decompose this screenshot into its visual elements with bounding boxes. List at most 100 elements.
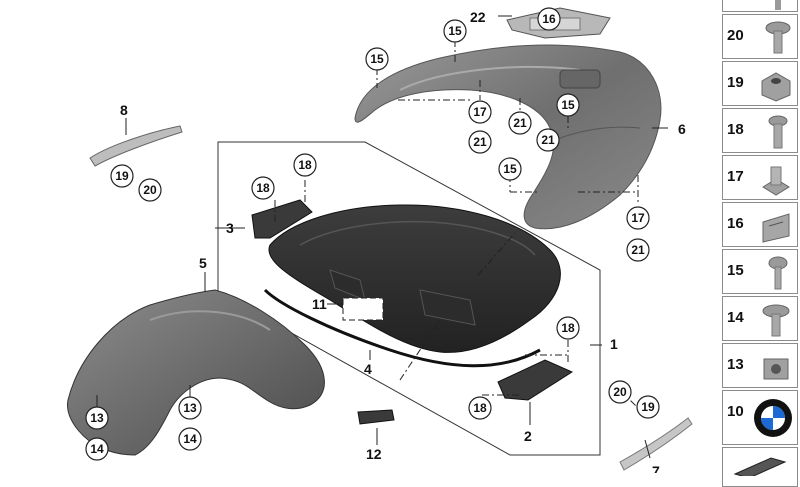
callout-18-a: 18 [293, 153, 317, 177]
part-number-1: 1 [610, 336, 618, 352]
legend-number: 10 [727, 403, 744, 420]
callout-22: 22 [470, 9, 486, 25]
hinge-bracket-part-3 [251, 199, 313, 239]
svg-text:18: 18 [256, 181, 270, 195]
svg-text:16: 16 [542, 12, 556, 26]
svg-text:13: 13 [90, 411, 104, 425]
speed-nut-icon [762, 166, 790, 196]
svg-text:13: 13 [183, 401, 197, 415]
part-number-11: 11 [312, 296, 327, 312]
svg-text:18: 18 [473, 401, 487, 415]
callout-15-c: 15 [556, 93, 580, 117]
legend-number: 15 [727, 262, 744, 279]
legend-cell-18: 18 [722, 108, 798, 153]
part-number-7: 7 [652, 463, 660, 473]
callout-18-b: 18 [251, 176, 275, 200]
svg-text:17: 17 [473, 105, 487, 119]
exploded-parts-diagram: 8 6 3 5 11 1 4 12 2 7 22 16 15 15 15 15 … [67, 7, 693, 473]
callout-20-b: 20 [608, 380, 632, 404]
legend-number: 13 [727, 356, 744, 373]
legend-cell-14: 14 [722, 296, 798, 341]
callout-14-a: 14 [85, 437, 109, 461]
top-case-lid-shell [354, 44, 662, 230]
button-head-screw-icon [765, 21, 791, 54]
legend-cell-17: 17 [722, 155, 798, 200]
callout-17-b: 17 [626, 206, 650, 230]
reflector-strip-part-7 [619, 417, 693, 471]
hardware-legend-column: 20 19 18 17 16 15 14 13 10 [719, 0, 800, 487]
part-number-12: 12 [366, 446, 382, 462]
part-number-3: 3 [226, 220, 234, 236]
svg-text:14: 14 [90, 442, 104, 456]
callout-18-d: 18 [468, 396, 492, 420]
svg-text:20: 20 [613, 385, 627, 399]
callout-13-a: 13 [85, 406, 109, 430]
callout-15-b: 15 [365, 47, 389, 71]
svg-text:15: 15 [448, 24, 462, 38]
svg-text:19: 19 [641, 400, 655, 414]
legend-cell-20: 20 [722, 14, 798, 59]
callout-14-b: 14 [178, 427, 202, 451]
inner-case-tray [268, 204, 561, 353]
part-number-8: 8 [120, 102, 128, 118]
svg-text:21: 21 [541, 133, 555, 147]
legend-number: 18 [727, 121, 744, 138]
svg-text:15: 15 [503, 162, 517, 176]
torx-screw-icon [768, 115, 788, 149]
svg-text:20: 20 [143, 183, 157, 197]
callout-19-b: 19 [636, 395, 660, 419]
leader-lines [125, 15, 668, 459]
legend-number: 14 [727, 309, 744, 326]
reflector-strip-part-8 [89, 125, 183, 167]
callout-20-a: 20 [138, 178, 162, 202]
legend-cell-15: 15 [722, 249, 798, 294]
callout-21-d: 21 [626, 238, 650, 262]
callout-19-a: 19 [110, 164, 134, 188]
part-number-5: 5 [199, 255, 207, 271]
legend-number: 16 [727, 215, 744, 232]
legend-number: 17 [727, 168, 744, 185]
label-plate-part-11 [342, 297, 384, 321]
callout-15-d: 15 [498, 157, 522, 181]
spring-clip-icon [762, 213, 790, 243]
cage-nut-icon [763, 358, 789, 380]
callout-16: 16 [537, 7, 561, 31]
latch-bracket-part-2 [497, 359, 574, 401]
square-nut-icon [761, 72, 791, 102]
legend-cell-13: 13 [722, 343, 798, 388]
callout-13-b: 13 [178, 396, 202, 420]
svg-text:17: 17 [631, 211, 645, 225]
legend-number: 19 [727, 74, 744, 91]
backrest-pad-part-5 [67, 289, 325, 456]
callout-15-a: 15 [443, 19, 467, 43]
part-number-4: 4 [364, 361, 372, 377]
svg-text:18: 18 [561, 321, 575, 335]
legend-cell-10: 10 [722, 390, 798, 445]
svg-text:22: 22 [470, 9, 486, 25]
svg-text:21: 21 [631, 243, 645, 257]
svg-text:14: 14 [183, 432, 197, 446]
callout-17-a: 17 [468, 100, 492, 124]
callout-21-a: 21 [468, 130, 492, 154]
svg-text:15: 15 [370, 52, 384, 66]
bmw-emblem-icon [754, 399, 792, 437]
callout-18-c: 18 [556, 316, 580, 340]
legend-cell-top [722, 0, 798, 12]
part-number-2: 2 [524, 428, 532, 444]
legend-cell-16: 16 [722, 202, 798, 247]
legend-number: 20 [727, 27, 744, 44]
collar-screw-icon [762, 304, 790, 337]
clip-part-12 [357, 409, 395, 425]
gasket-seal-part-4 [263, 288, 541, 368]
svg-text:21: 21 [513, 116, 527, 130]
svg-text:19: 19 [115, 169, 129, 183]
legend-cell-gasket [722, 447, 798, 487]
svg-text:18: 18 [298, 158, 312, 172]
callout-21-b: 21 [508, 111, 532, 135]
legend-cell-19: 19 [722, 61, 798, 106]
gasket-strip-icon [733, 457, 787, 476]
part-number-6: 6 [678, 121, 686, 137]
svg-text:21: 21 [473, 135, 487, 149]
pan-head-screw-icon [768, 256, 788, 290]
svg-text:15: 15 [561, 98, 575, 112]
